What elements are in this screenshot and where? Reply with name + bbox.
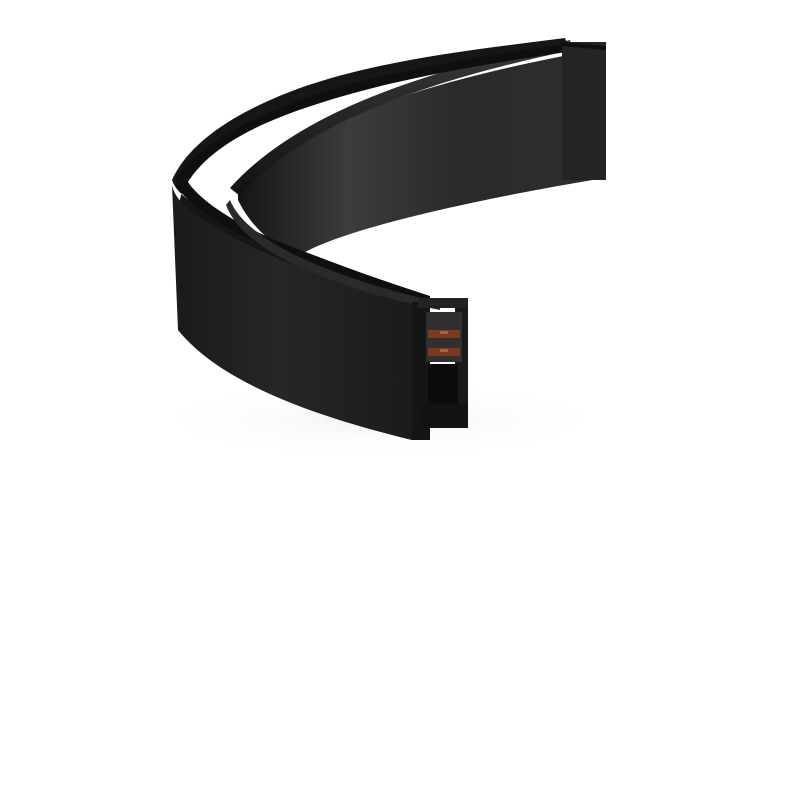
profile-top-bar [418, 298, 468, 308]
rail-right-end-top [562, 42, 606, 50]
rail-inner-wall [238, 48, 605, 255]
conductor-highlight-top [440, 331, 448, 334]
rail-outer-face [172, 185, 412, 440]
profile-bottom [420, 404, 468, 428]
rail-right-end [562, 42, 606, 180]
conductor-highlight-bottom [440, 349, 448, 352]
profile-cavity [428, 364, 458, 404]
rail-end-profile [412, 298, 468, 440]
